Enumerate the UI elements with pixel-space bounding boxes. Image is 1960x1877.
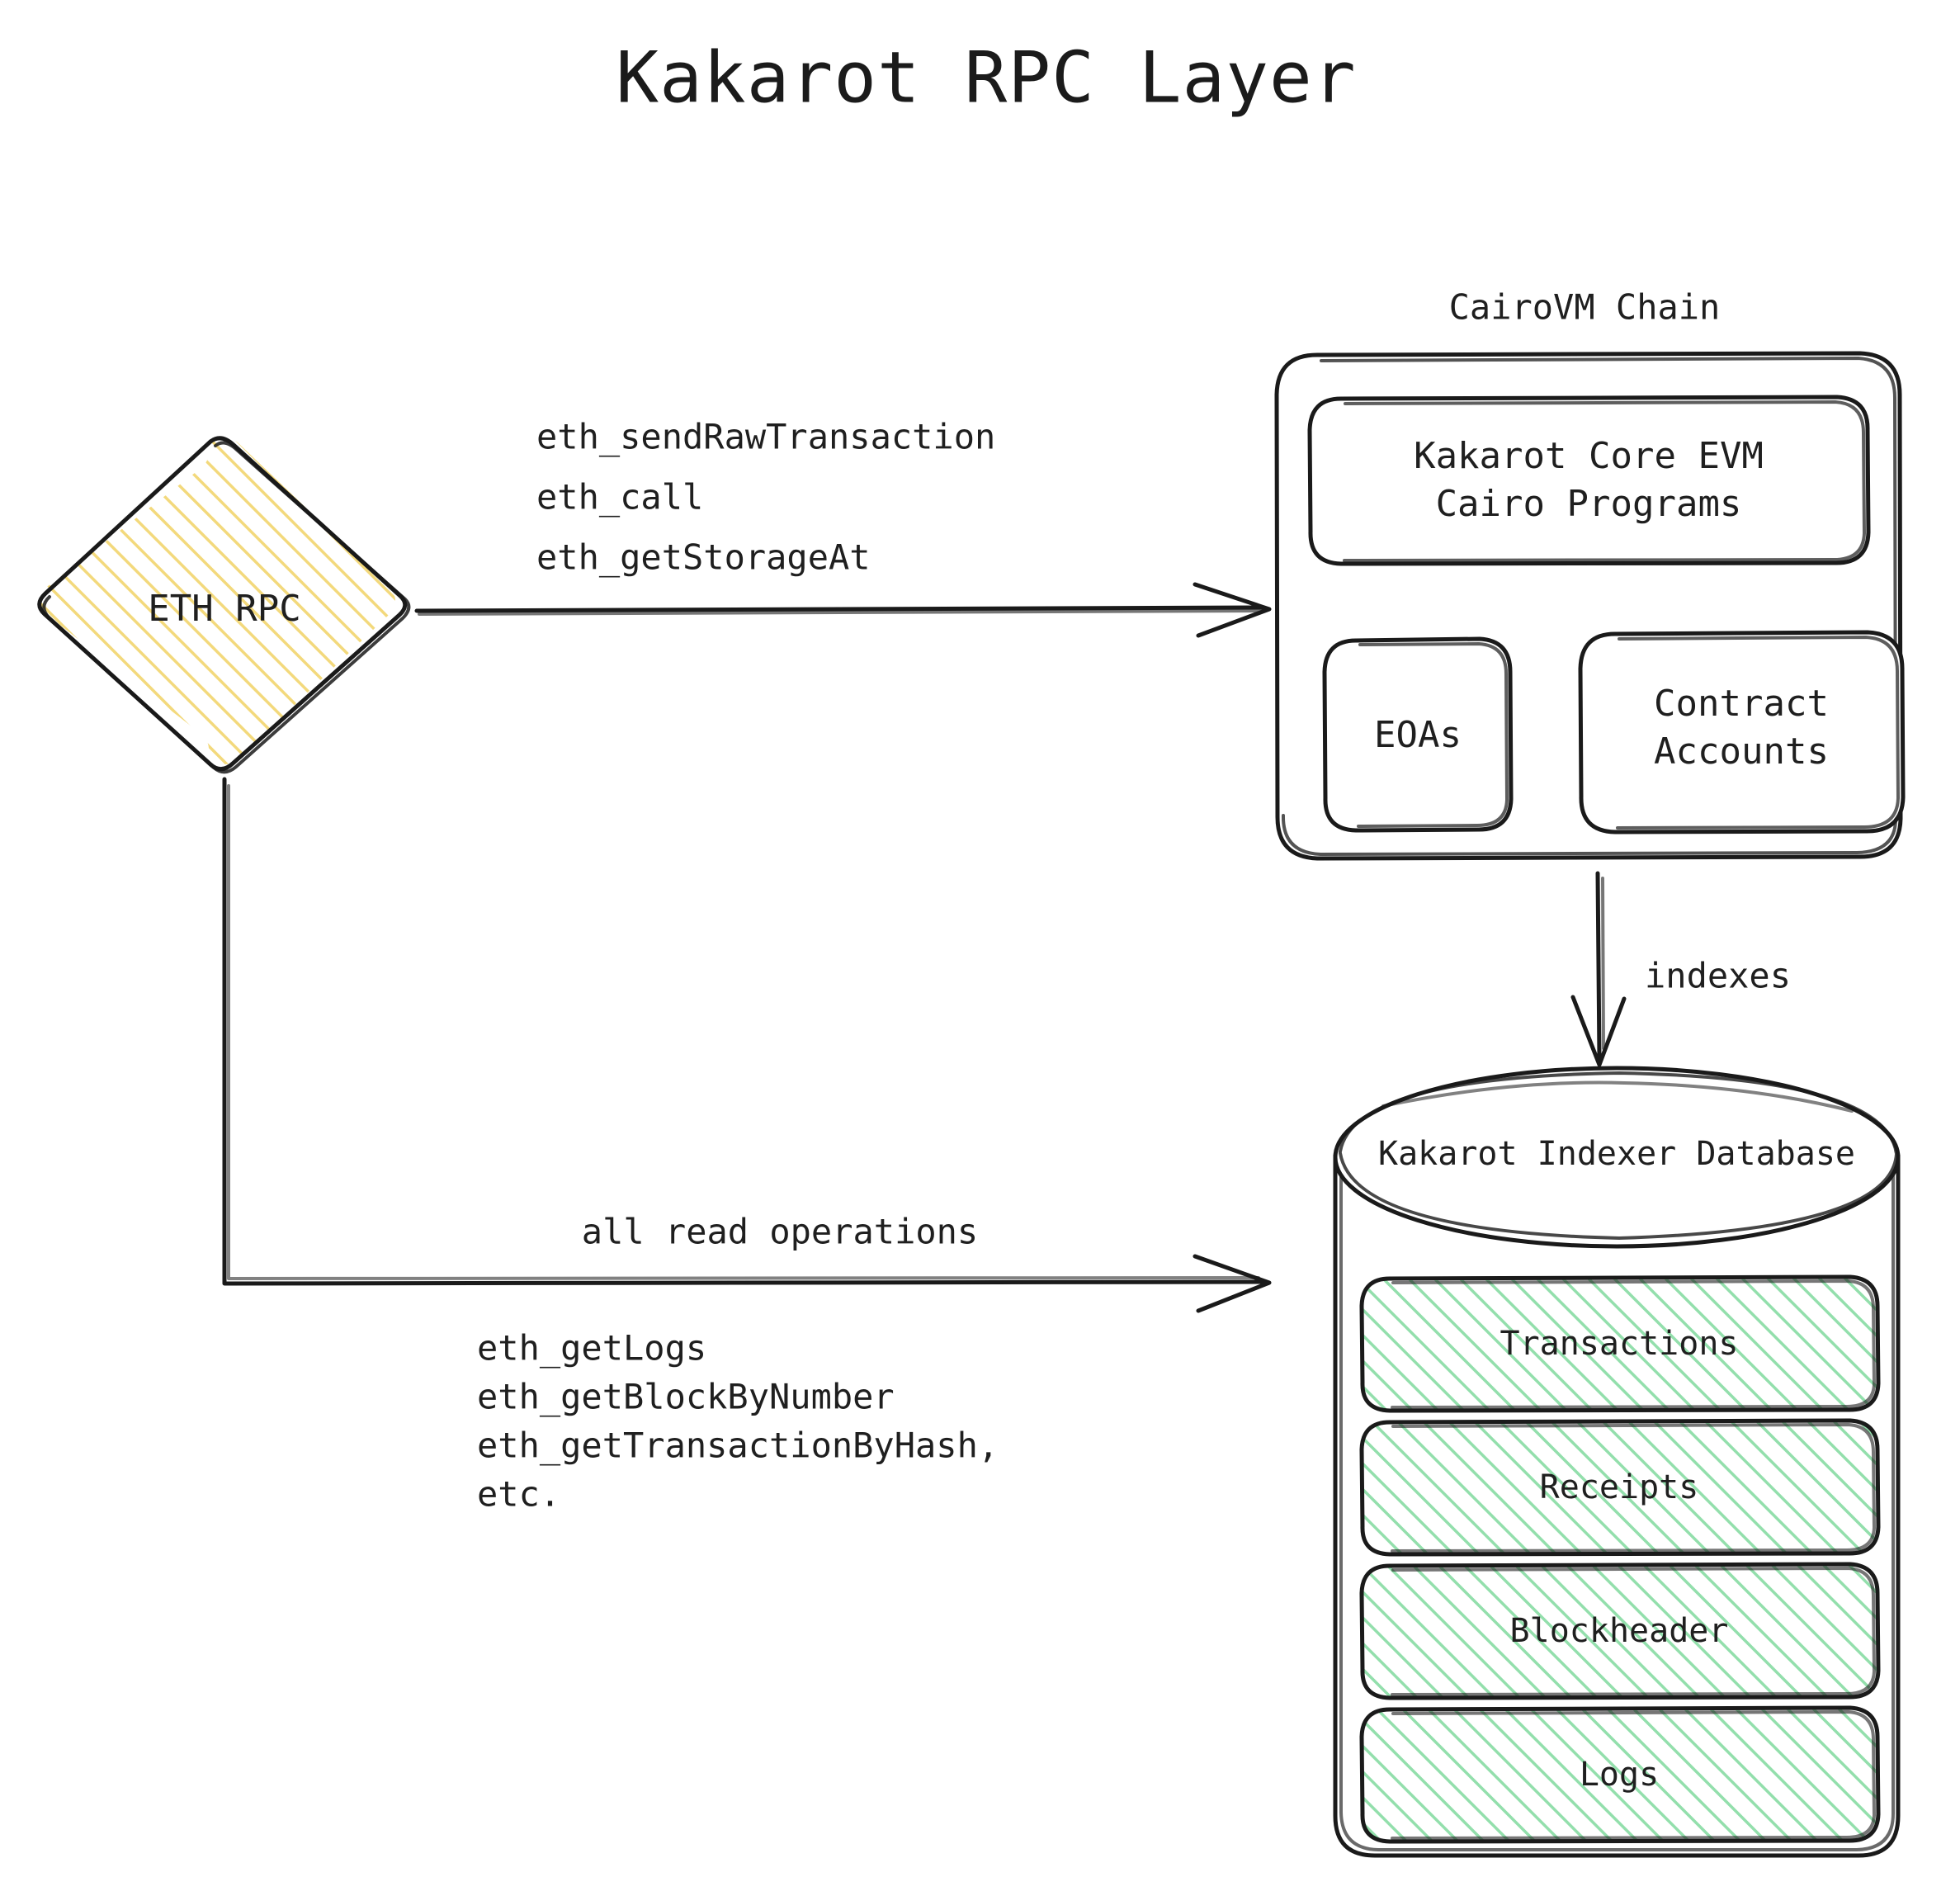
edge-rpc-to-db-arrowhead-icon xyxy=(1193,1254,1272,1313)
cairovm-chain-title: CairoVM Chain xyxy=(1449,287,1721,328)
indexer-db-body-outline xyxy=(1333,1153,1901,1858)
indexer-db-body-outline-2 xyxy=(1339,1162,1895,1851)
db-table-receipts-outline xyxy=(1359,1418,1881,1557)
edge-rpc-to-db-label-line-1: eth_getLogs xyxy=(477,1328,706,1369)
eth-rpc-diamond-fill xyxy=(40,437,395,764)
db-table-receipts-label: Receipts xyxy=(1540,1468,1699,1506)
db-table-transactions-outline-2 xyxy=(1391,1279,1876,1409)
edge-rpc-to-db-label-line-2: eth_getBlockByNumber xyxy=(477,1377,895,1417)
db-table-blockheader-fill xyxy=(1362,1565,1877,1697)
edge-rpc-to-chain-arrowhead-icon xyxy=(1193,582,1272,638)
cairovm-chain-outline-2 xyxy=(1281,357,1897,856)
contract-accounts-outline-2 xyxy=(1616,636,1900,830)
contract-accounts-bg xyxy=(1580,633,1902,831)
db-table-logs-outline xyxy=(1359,1705,1881,1844)
indexer-db-top-ellipse-2 xyxy=(1339,1071,1898,1240)
edge-chain-to-db: indexes xyxy=(1570,871,1791,1067)
node-eth-rpc[interactable]: ETH RPC xyxy=(37,436,411,774)
kakarot-core-label-line-1: Kakarot Core EVM xyxy=(1414,435,1764,477)
indexer-db-top-ellipse xyxy=(1333,1066,1901,1249)
edge-rpc-to-db-label-line-4: etc. xyxy=(477,1474,560,1515)
db-table-logs-label: Logs xyxy=(1580,1756,1659,1794)
db-table-receipts-outline-2 xyxy=(1391,1423,1876,1553)
eth-rpc-label: ETH RPC xyxy=(148,588,300,630)
db-table-transactions[interactable]: Transactions xyxy=(1359,1274,1881,1413)
eoas-label: EOAs xyxy=(1374,714,1462,756)
edge-rpc-to-db-label-line-3: eth_getTransactionByHash, xyxy=(477,1425,999,1466)
edge-rpc-to-db-line xyxy=(222,777,1265,1286)
edge-label-line-2: eth_call xyxy=(536,477,703,518)
kakarot-core-outline xyxy=(1307,395,1871,566)
eoas-outline xyxy=(1322,636,1514,833)
db-table-receipts[interactable]: Receipts xyxy=(1359,1418,1881,1557)
db-table-blockheader-outline xyxy=(1359,1562,1881,1700)
db-table-logs-outline-2 xyxy=(1391,1710,1876,1840)
kakarot-core-label-line-2: Cairo Programs xyxy=(1436,483,1742,525)
edge-label-line-1: eth_sendRawTransaction xyxy=(536,417,995,457)
edge-label-line-3: eth_getStorageAt xyxy=(536,537,871,578)
edge-rpc-to-db-label-above: all read operations xyxy=(582,1212,978,1252)
node-indexer-db[interactable]: Kakarot Indexer Database Transactions Re… xyxy=(1333,1066,1901,1858)
node-kakarot-core[interactable]: Kakarot Core EVM Cairo Programs xyxy=(1307,395,1871,566)
edge-chain-to-db-arrowhead-icon xyxy=(1570,995,1627,1067)
eoas-bg xyxy=(1325,640,1510,830)
db-table-blockheader[interactable]: Blockheader xyxy=(1359,1562,1881,1700)
db-table-transactions-outline xyxy=(1359,1274,1881,1413)
node-contract-accounts[interactable]: Contract Accounts xyxy=(1578,630,1906,834)
db-table-transactions-label: Transactions xyxy=(1500,1325,1739,1363)
edge-rpc-to-chain xyxy=(414,582,1272,638)
edge-rpc-to-chain-line-2 xyxy=(418,609,1263,616)
eth-rpc-diamond-outline-2 xyxy=(42,441,411,774)
contract-accounts-label-line-1: Contract xyxy=(1654,683,1829,725)
db-table-logs[interactable]: Logs xyxy=(1359,1705,1881,1844)
cairovm-chain-outline xyxy=(1274,351,1903,861)
page-title: Kakarot RPC Layer xyxy=(616,36,1356,119)
db-table-transactions-fill xyxy=(1362,1278,1877,1410)
db-table-blockheader-label: Blockheader xyxy=(1510,1612,1729,1650)
node-eoas[interactable]: EOAs xyxy=(1322,636,1514,833)
edge-rpc-to-chain-line xyxy=(414,605,1265,613)
eth-rpc-diamond-outline xyxy=(37,436,408,772)
edge-chain-to-db-line xyxy=(1595,871,1602,1061)
contract-accounts-outline xyxy=(1578,630,1906,834)
edge-rpc-to-db: all read operations eth_getLogs eth_getB… xyxy=(222,777,1272,1515)
edge-rpc-to-db-line-2 xyxy=(227,784,1260,1280)
contract-accounts-label-line-2: Accounts xyxy=(1654,730,1829,773)
db-table-blockheader-outline-2 xyxy=(1391,1567,1876,1696)
indexer-db-title: Kakarot Indexer Database xyxy=(1378,1135,1855,1173)
db-table-logs-fill xyxy=(1362,1709,1877,1841)
node-cairovm-chain[interactable]: CairoVM Chain Kakarot Core EVM Cairo Pro… xyxy=(1274,287,1906,861)
edge-chain-to-db-label: indexes xyxy=(1645,956,1791,996)
db-table-receipts-fill xyxy=(1362,1421,1877,1553)
kakarot-core-outline-2 xyxy=(1343,400,1866,562)
indexer-db-top-fill xyxy=(1335,1068,1898,1246)
kakarot-core-bg xyxy=(1310,398,1868,563)
eoas-outline-2 xyxy=(1357,642,1509,828)
edge-rpc-to-chain-label: eth_sendRawTransaction eth_call eth_getS… xyxy=(536,417,995,578)
indexer-db-top-ellipse-3 xyxy=(1381,1080,1854,1113)
